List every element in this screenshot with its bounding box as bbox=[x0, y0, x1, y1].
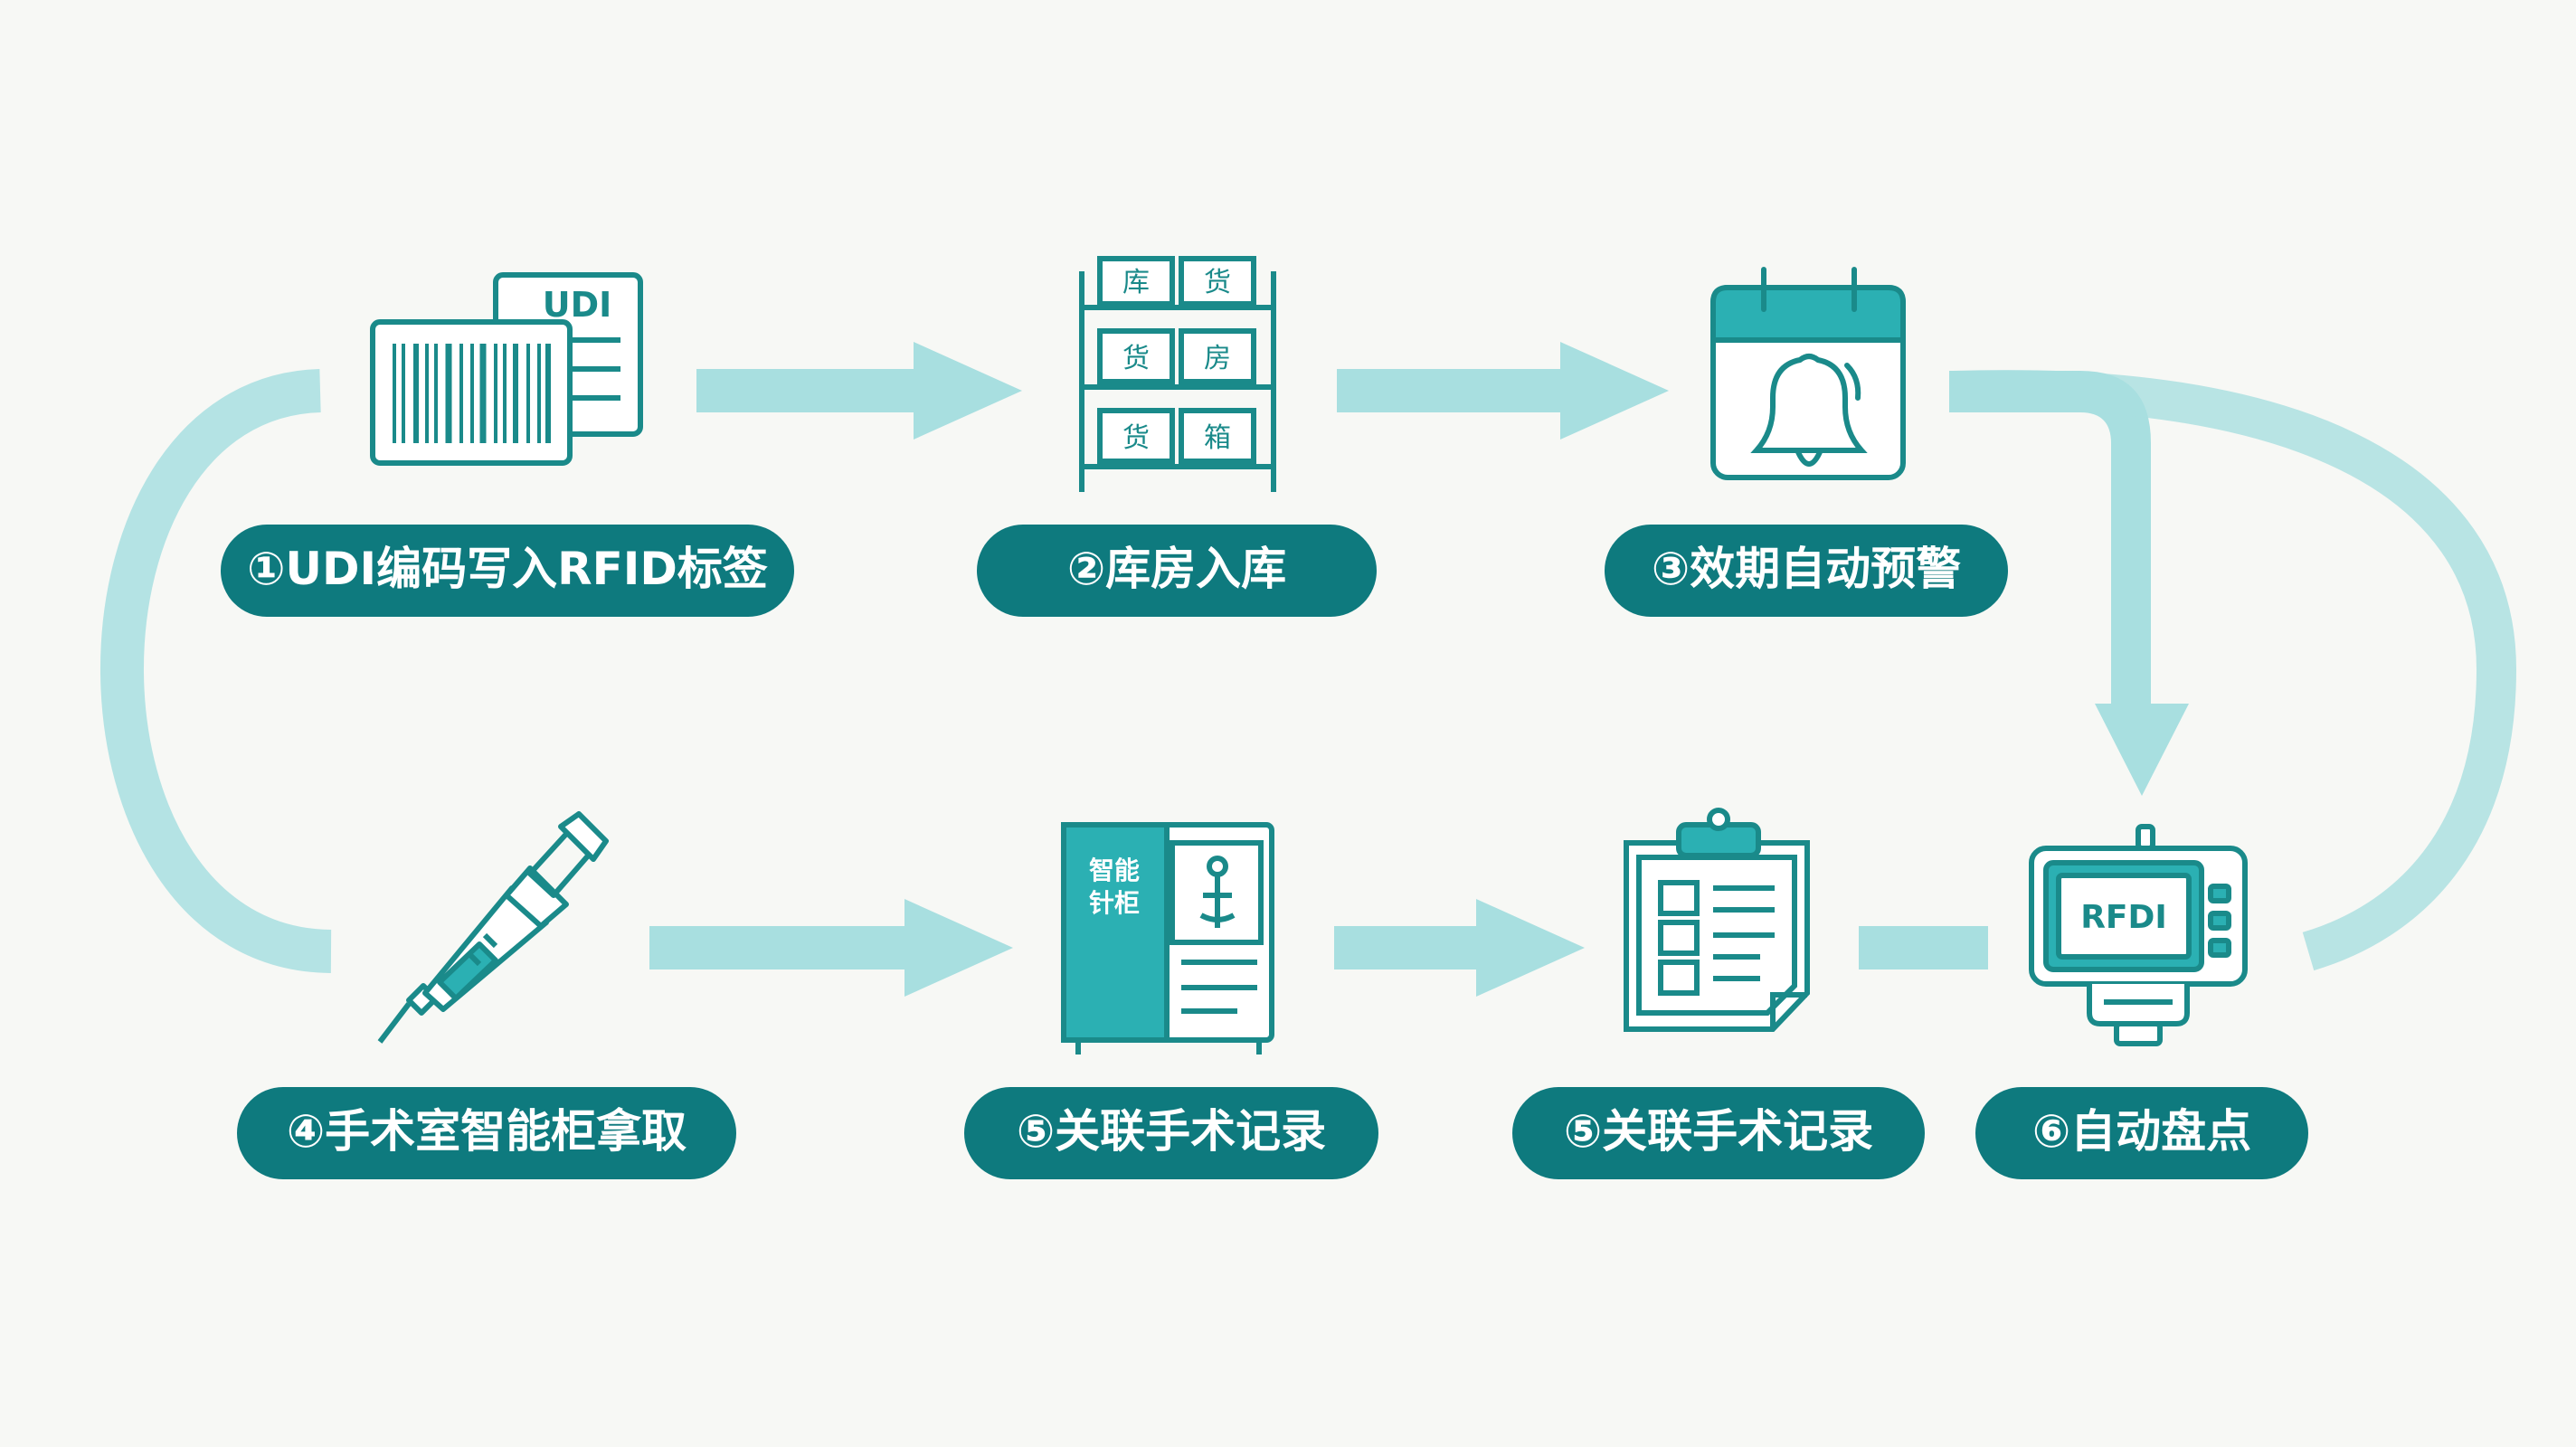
step-label-2: ②库房入库 bbox=[977, 525, 1377, 617]
cabinet-side-text: 智能 针柜 bbox=[1089, 856, 1140, 918]
arrow-3-to-6 bbox=[1949, 371, 2189, 796]
step-pill-5b bbox=[1512, 1087, 1925, 1179]
warehouse-shelf-icon bbox=[1079, 256, 1276, 492]
step-label-4: ④手术室智能柜拿取 bbox=[237, 1087, 736, 1179]
arrow-5a-to-5b bbox=[1334, 899, 1585, 997]
step-pill-5a bbox=[964, 1087, 1378, 1179]
rfid-reader-icon bbox=[2029, 824, 2248, 1046]
step-label-6-text: ⑥自动盘点 bbox=[2032, 1105, 2251, 1158]
step-label-1-text: ①UDI编码写入RFID标签 bbox=[247, 543, 768, 595]
step-pill-4 bbox=[237, 1087, 736, 1179]
loop-left-1-to-4 bbox=[100, 369, 332, 973]
step-pill-3 bbox=[1605, 525, 2008, 617]
step-label-5a: ⑤关联手术记录 bbox=[964, 1087, 1378, 1179]
step-label-2-text: ②库房入库 bbox=[1067, 543, 1286, 595]
step-pill-2 bbox=[977, 525, 1377, 617]
arrow-2-to-3 bbox=[1337, 342, 1669, 440]
step-label-6: ⑥自动盘点 bbox=[1975, 1087, 2308, 1179]
loop-right-return bbox=[1953, 370, 2517, 971]
step-label-5a-text: ⑤关联手术记录 bbox=[1017, 1105, 1326, 1158]
step-label-5b: ⑤关联手术记录 bbox=[1512, 1087, 1925, 1179]
reader-screen-text: RFDI bbox=[2080, 899, 2167, 936]
udi-card-text: UDI bbox=[543, 285, 612, 325]
step-pill-1 bbox=[221, 525, 794, 617]
shelf-cell-5: 货 bbox=[1122, 422, 1150, 454]
shelf-cell-2: 货 bbox=[1204, 267, 1231, 298]
step-label-3: ③效期自动预警 bbox=[1605, 525, 2008, 617]
cabinet-side-text-line-2: 针柜 bbox=[1089, 888, 1140, 918]
step-pill-6 bbox=[1975, 1087, 2308, 1179]
clipboard-icon bbox=[1624, 808, 1810, 1032]
step-label-3-text: ③效期自动预警 bbox=[1652, 543, 1961, 595]
cabinet-side-text-line-1: 智能 bbox=[1089, 856, 1140, 885]
shelf-cell-4: 房 bbox=[1204, 343, 1231, 374]
connector-5b-to-6 bbox=[1859, 926, 1988, 969]
shelf-cell-3: 货 bbox=[1122, 343, 1150, 374]
flow-connectors bbox=[649, 342, 2189, 997]
step-label-5b-text: ⑤关联手术记录 bbox=[1564, 1105, 1873, 1158]
smart-cabinet-icon bbox=[1061, 822, 1274, 1055]
calendar-bell-icon bbox=[1710, 267, 1906, 480]
arrow-4-to-5a bbox=[649, 899, 1013, 997]
shelf-cell-6: 箱 bbox=[1204, 422, 1231, 454]
barcode-card-icon bbox=[370, 272, 643, 466]
shelf-cell-labels: 库 货 货 房 货 箱 bbox=[1122, 267, 1231, 454]
step-label-1: ①UDI编码写入RFID标签 bbox=[221, 525, 794, 617]
shelf-cell-1: 库 bbox=[1122, 267, 1150, 298]
step-label-4-text: ④手术室智能柜拿取 bbox=[287, 1105, 687, 1158]
arrow-1-to-2 bbox=[696, 342, 1022, 440]
syringe-icon bbox=[377, 811, 609, 1044]
